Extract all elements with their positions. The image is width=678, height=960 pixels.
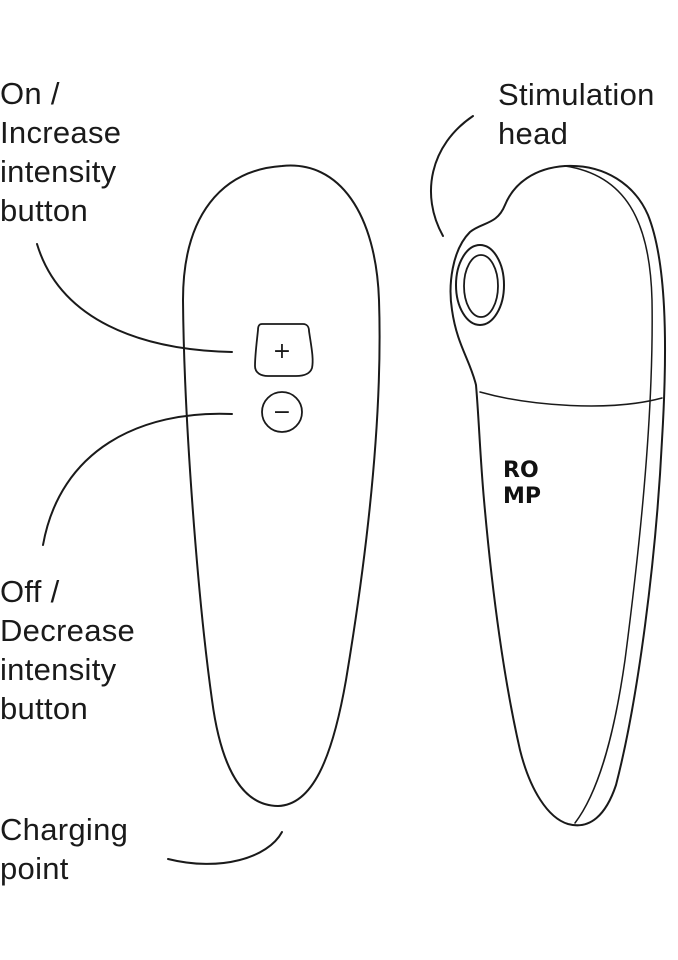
label-line: Stimulation <box>498 77 655 112</box>
side-view-back-contour <box>564 165 653 824</box>
label-line: point <box>0 851 69 886</box>
head-separation-line <box>479 391 663 407</box>
leader-line-charging <box>167 831 283 865</box>
label-line: On / <box>0 76 60 111</box>
leader-line-stimulation <box>430 115 474 237</box>
plus-button[interactable] <box>254 323 314 377</box>
on-increase-label: On / Increase intensity button <box>0 74 121 230</box>
stimulation-head-outer <box>455 244 505 326</box>
plus-icon: + <box>273 339 291 364</box>
leader-line-off <box>42 412 233 546</box>
off-decrease-label: Off / Decrease intensity button <box>0 572 135 728</box>
label-line: Off / <box>0 574 60 609</box>
side-view-body <box>449 164 667 827</box>
minus-icon: − <box>273 400 291 425</box>
label-line: head <box>498 116 569 151</box>
label-line: button <box>0 691 88 726</box>
label-line: Charging <box>0 812 129 847</box>
brand-logo-top: RO <box>503 458 539 483</box>
stimulation-head-label: Stimulation head <box>498 75 655 153</box>
front-view-body <box>182 164 381 807</box>
stimulation-head-inner <box>463 254 499 318</box>
minus-button[interactable] <box>261 391 303 433</box>
leader-line-on <box>36 243 233 353</box>
brand-logo-bottom: MP <box>503 484 541 509</box>
label-line: intensity <box>0 154 117 189</box>
charging-point-label: Charging point <box>0 810 128 888</box>
label-line: intensity <box>0 652 117 687</box>
label-line: button <box>0 193 88 228</box>
label-line: Increase <box>0 115 122 150</box>
label-line: Decrease <box>0 613 136 648</box>
